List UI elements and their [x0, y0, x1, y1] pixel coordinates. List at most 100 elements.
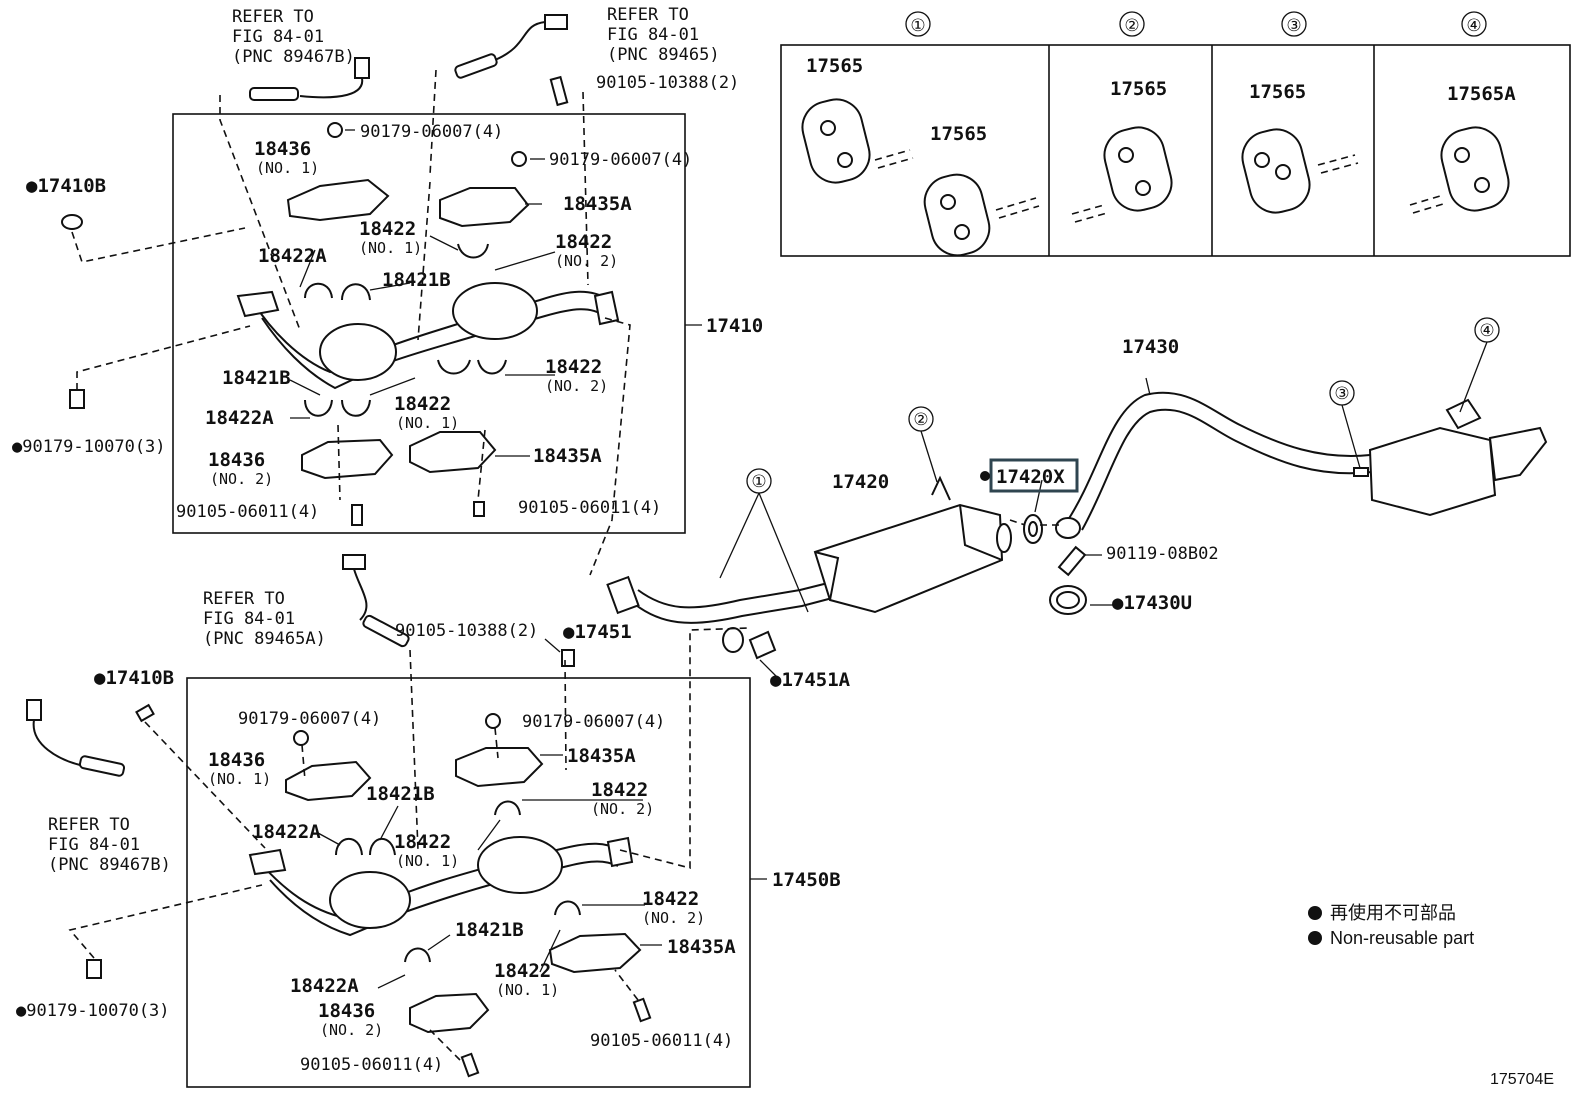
svg-text:REFER TO: REFER TO	[607, 5, 689, 25]
ref-note-1: REFER TO FIG 84-01 (PNC 89467B)	[232, 7, 355, 67]
panel-header-3: ③	[1286, 16, 1301, 36]
part-label-17430[interactable]: 17430	[1122, 336, 1179, 358]
rubber-mount-shape	[1241, 128, 1359, 214]
part-label-90179-06007[interactable]: 90179-06007(4)	[549, 150, 692, 170]
part-label-18436[interactable]: 18436	[254, 138, 311, 160]
part-label-90105-06011[interactable]: 90105-06011(4)	[300, 1055, 443, 1075]
part-label-17451A[interactable]: ●17451A	[770, 669, 851, 691]
svg-text:④: ④	[1479, 321, 1494, 341]
part-label-18422[interactable]: 18422	[494, 960, 551, 982]
part-sub-label: (NO. 1)	[256, 159, 319, 177]
svg-text:FIG 84-01: FIG 84-01	[203, 609, 295, 629]
part-label-18422A[interactable]: 18422A	[290, 975, 359, 997]
svg-text:FIG 84-01: FIG 84-01	[607, 25, 699, 45]
part-label-18422[interactable]: 18422	[359, 218, 416, 240]
part-sub-label: (NO. 2)	[320, 1021, 383, 1039]
ref-note-4: REFER TO FIG 84-01 (PNC 89467B)	[48, 815, 171, 875]
lower-exhaust-manifold-shape	[248, 836, 634, 937]
svg-text:FIG 84-01: FIG 84-01	[48, 835, 140, 855]
part-sub-label: (NO. 2)	[545, 377, 608, 395]
part-sub-label: (NO. 2)	[210, 470, 273, 488]
part-label-18422A[interactable]: 18422A	[205, 407, 274, 429]
rubber-mount-shape	[923, 173, 1040, 257]
part-label-18421B[interactable]: 18421B	[382, 269, 451, 291]
part-label-18435A[interactable]: 18435A	[533, 445, 602, 467]
oxygen-sensor-shape	[249, 57, 370, 101]
leader-lines	[289, 129, 1488, 989]
mount-label-1a: 17565	[806, 55, 863, 77]
legend: 再使用不可部品 Non-reusable part	[1308, 903, 1474, 948]
part-sub-label: (NO. 2)	[555, 252, 618, 270]
svg-text:(PNC 89467B): (PNC 89467B)	[48, 855, 171, 875]
bullet-icon	[1308, 931, 1322, 945]
highlighted-part-17420X[interactable]: 17420X	[980, 458, 1079, 493]
part-label-90179-06007[interactable]: 90179-06007(4)	[360, 122, 503, 142]
part-label-18435A[interactable]: 18435A	[567, 745, 636, 767]
part-label-18421B[interactable]: 18421B	[222, 367, 291, 389]
part-sub-label: (NO. 1)	[208, 770, 271, 788]
part-label-90105-06011[interactable]: 90105-06011(4)	[518, 498, 661, 518]
ref-note-3: REFER TO FIG 84-01 (PNC 89465A)	[203, 589, 326, 649]
dashed-guide-lines	[68, 69, 1060, 1061]
svg-text:③: ③	[1334, 384, 1349, 404]
ref-note-2: REFER TO FIG 84-01 (PNC 89465)	[607, 5, 720, 65]
part-label-90179-10070[interactable]: ●90179-10070(3)	[16, 1001, 170, 1021]
part-label-17420X[interactable]: 17420X	[996, 466, 1065, 488]
upper-heat-shields-shape	[286, 178, 530, 480]
part-label-90105-10388[interactable]: 90105-10388(2)	[596, 73, 739, 93]
part-label-90105-06011[interactable]: 90105-06011(4)	[176, 502, 319, 522]
part-label-18422[interactable]: 18422	[642, 888, 699, 910]
legend-jp: 再使用不可部品	[1330, 903, 1456, 923]
lower-assembly-frame	[186, 677, 751, 1088]
rubber-mount-shape	[1409, 126, 1510, 214]
part-label-17410B[interactable]: ●17410B	[94, 667, 174, 689]
part-label-17410[interactable]: 17410	[706, 315, 763, 337]
part-label-18422[interactable]: 18422	[394, 831, 451, 853]
mount-label-3: 17565	[1249, 81, 1306, 103]
part-label-17410B[interactable]: ●17410B	[26, 175, 106, 197]
gasket-17451A-shape	[722, 627, 744, 653]
part-label-18422[interactable]: 18422	[545, 356, 602, 378]
callout-1: ①	[746, 468, 772, 494]
legend-en: Non-reusable part	[1330, 928, 1474, 948]
part-label-18421B[interactable]: 18421B	[366, 783, 435, 805]
part-label-17450B[interactable]: 17450B	[772, 869, 841, 891]
lower-heat-shields-shape	[285, 747, 642, 1034]
mount-panel: ① ② ③ ④ 17565 17565 17565 17565 17565A	[780, 11, 1571, 257]
part-label-18435A[interactable]: 18435A	[563, 193, 632, 215]
part-label-90179-06007[interactable]: 90179-06007(4)	[238, 709, 381, 729]
upper-clamps-shape	[304, 243, 507, 417]
part-label-90105-10388[interactable]: 90105-10388(2)	[395, 621, 538, 641]
rubber-mount-shape	[801, 98, 914, 184]
part-label-18435A[interactable]: 18435A	[667, 936, 736, 958]
part-label-90179-10070[interactable]: ●90179-10070(3)	[12, 437, 166, 457]
rubber-mount-shape	[1071, 126, 1173, 223]
svg-text:REFER TO: REFER TO	[48, 815, 130, 835]
part-label-18421B[interactable]: 18421B	[455, 919, 524, 941]
bullet-icon	[1308, 906, 1322, 920]
part-label-18422[interactable]: 18422	[591, 779, 648, 801]
svg-text:①: ①	[751, 472, 766, 492]
part-label-18436[interactable]: 18436	[208, 749, 265, 771]
lower-clamps-shape	[335, 800, 581, 963]
part-label-17430U[interactable]: ●17430U	[1112, 592, 1192, 614]
part-label-18422[interactable]: 18422	[394, 393, 451, 415]
part-label-18422[interactable]: 18422	[555, 231, 612, 253]
part-label-90179-06007[interactable]: 90179-06007(4)	[522, 712, 665, 732]
part-label-90119-08B02[interactable]: 90119-08B02	[1106, 544, 1219, 564]
part-label-18436[interactable]: 18436	[318, 1000, 375, 1022]
part-label-18422A[interactable]: 18422A	[252, 821, 321, 843]
svg-text:REFER TO: REFER TO	[203, 589, 285, 609]
part-label-18422A[interactable]: 18422A	[258, 245, 327, 267]
part-label-17420[interactable]: 17420	[832, 471, 889, 493]
svg-text:(PNC 89465A): (PNC 89465A)	[203, 629, 326, 649]
part-label-18436[interactable]: 18436	[208, 449, 265, 471]
oxygen-sensor-shape	[454, 14, 568, 79]
part-label-17451[interactable]: ●17451	[563, 621, 632, 643]
part-label-90105-06011[interactable]: 90105-06011(4)	[590, 1031, 733, 1051]
upper-exhaust-manifold-shape	[236, 282, 620, 390]
part-sub-label: (NO. 1)	[359, 239, 422, 257]
callout-2: ②	[908, 406, 934, 432]
part-sub-label: (NO. 1)	[396, 852, 459, 870]
